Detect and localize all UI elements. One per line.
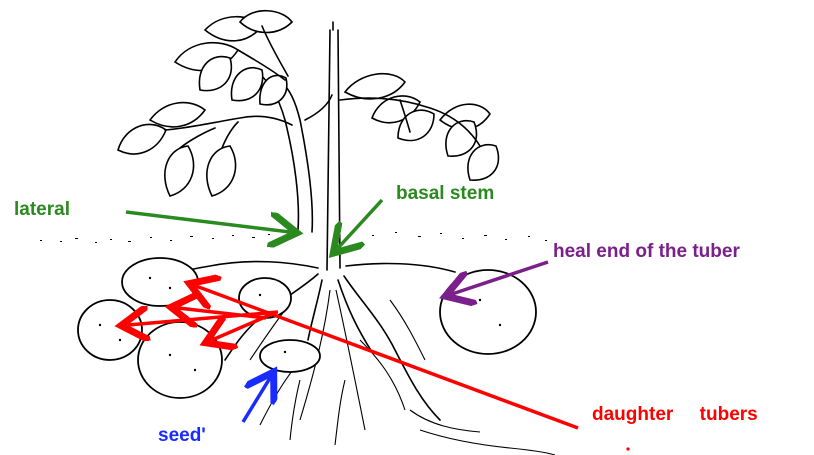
lateral-arrow <box>126 212 290 232</box>
basal-stem-arrow <box>338 200 382 248</box>
lateral-label: lateral <box>14 200 70 219</box>
daughter-tubers-label: daughter tubers <box>592 405 758 424</box>
main-stem <box>327 22 340 270</box>
seed-label: seed' <box>158 426 206 445</box>
left-leaves <box>118 11 292 196</box>
tuber-bottom-left <box>138 322 222 398</box>
basal-stem-label: basal stem <box>396 184 494 203</box>
soil-line <box>40 232 547 243</box>
right-leaves <box>340 74 498 180</box>
tuber-left <box>78 300 142 360</box>
seed-arrow <box>243 378 270 422</box>
heal-end-label: heal end of the tuber <box>553 242 740 261</box>
tuber-top-left <box>122 258 198 306</box>
stray-dot <box>626 447 629 450</box>
tuber-seed <box>260 340 320 372</box>
